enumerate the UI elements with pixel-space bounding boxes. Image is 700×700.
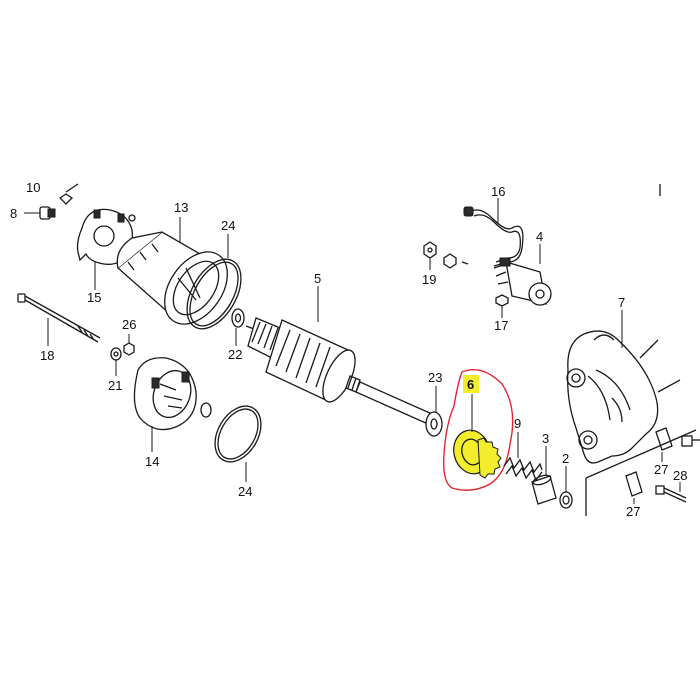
callout-21: 21 [108, 378, 122, 393]
part-27-collar-lower [625, 471, 643, 504]
part-15-brush-plate [76, 208, 136, 290]
part-19-nut [423, 241, 469, 270]
callout-3: 3 [542, 431, 549, 446]
part-2-snap-ring [559, 466, 573, 509]
part-18-through-bolt [17, 293, 101, 346]
part-26-nut [123, 334, 135, 356]
callout-23: 23 [428, 370, 442, 385]
part-21-washer [110, 347, 122, 376]
part-6-pinion-gear-highlighted [442, 369, 514, 491]
diagram-frame-lines [585, 184, 697, 516]
callout-7: 7 [618, 295, 625, 310]
part-16-lead-wire [463, 198, 524, 267]
part-24-o-ring-upper [186, 234, 242, 330]
callout-17: 17 [494, 318, 508, 333]
callout-6-highlight-box [463, 375, 479, 393]
callout-27-lower: 27 [626, 504, 640, 519]
callout-13: 13 [174, 200, 188, 215]
part-28-bolt-upper [681, 435, 700, 447]
callout-26: 26 [122, 317, 136, 332]
callout-2: 2 [562, 451, 569, 466]
callout-24-upper: 24 [221, 218, 235, 233]
callout-5: 5 [314, 271, 321, 286]
callout-24-lower: 24 [238, 484, 252, 499]
highlight-outline [442, 369, 514, 491]
part-3-sleeve [531, 446, 557, 505]
part-28-bolt-lower [655, 482, 687, 503]
part-22-washer [231, 308, 245, 346]
part-23-washer [425, 386, 443, 437]
callout-28: 28 [673, 468, 687, 483]
part-24-o-ring-lower [214, 405, 262, 482]
callout-9: 9 [514, 416, 521, 431]
callout-18: 18 [40, 348, 54, 363]
callout-27-upper: 27 [654, 462, 668, 477]
callout-6: 6 [467, 377, 474, 392]
callout-10: 10 [26, 180, 40, 195]
part-4-solenoid-switch [493, 244, 552, 306]
part-7-front-housing [566, 310, 681, 464]
part-5-armature [245, 286, 433, 425]
callout-15: 15 [87, 290, 101, 305]
part-17-screw [495, 294, 509, 318]
part-27-collar-upper [655, 427, 673, 462]
callout-19: 19 [422, 272, 436, 287]
callout-16: 16 [491, 184, 505, 199]
pinion-gear-teeth [477, 437, 502, 479]
callout-8: 8 [10, 206, 17, 221]
part-9-spring [503, 432, 543, 482]
callout-14: 14 [145, 454, 159, 469]
part-8-screw [24, 183, 79, 220]
part-14-rear-cover [133, 357, 212, 452]
callout-22: 22 [228, 347, 242, 362]
callout-4: 4 [536, 229, 543, 244]
